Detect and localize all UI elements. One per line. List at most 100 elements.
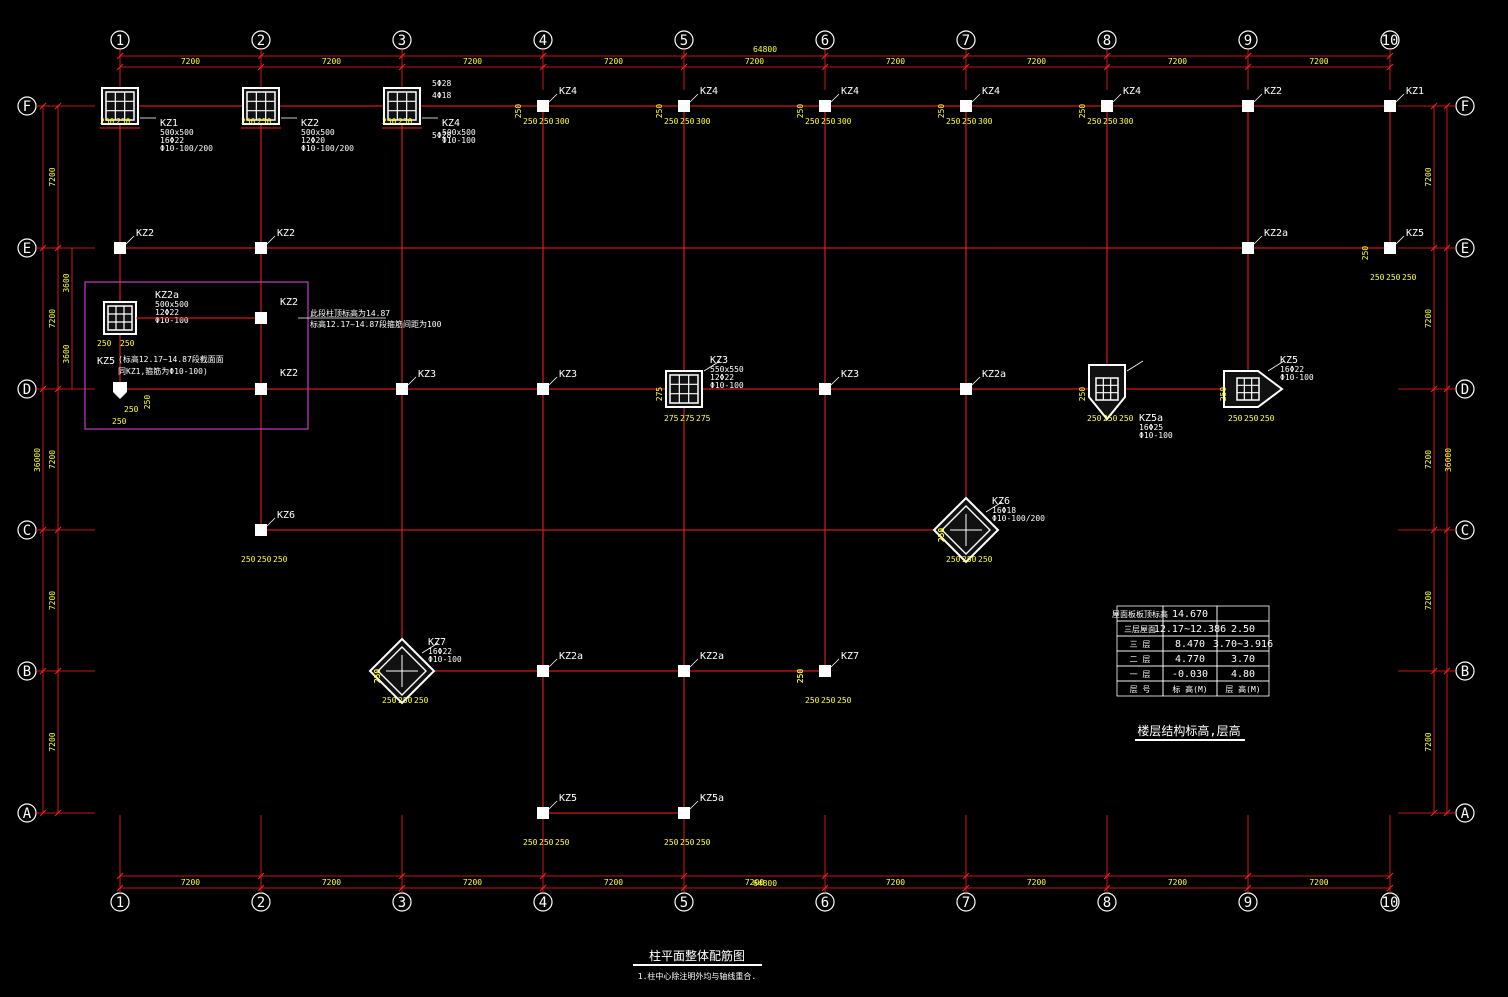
dim-tick bbox=[257, 52, 265, 60]
dim-tick bbox=[1386, 884, 1394, 892]
column-leader bbox=[830, 93, 840, 103]
column-dim: 300 bbox=[978, 117, 993, 126]
column-leader bbox=[689, 93, 699, 103]
column-name: KZ3 bbox=[418, 369, 436, 380]
dim-bay: 7200 bbox=[181, 878, 200, 887]
column-kz2: KZ2 bbox=[1242, 86, 1282, 112]
dim-bay: 7200 bbox=[463, 57, 482, 66]
column-dim: 250 bbox=[1219, 387, 1228, 402]
column-dim: 250 bbox=[680, 838, 695, 847]
level-table-text: 三 层 bbox=[1130, 640, 1151, 649]
dim-tick bbox=[1443, 244, 1451, 252]
dim-tick bbox=[1430, 667, 1438, 675]
dim-tick bbox=[39, 667, 47, 675]
column-leader bbox=[830, 376, 840, 386]
dim-tick bbox=[39, 526, 47, 534]
dim-tick bbox=[1386, 52, 1394, 60]
dim-total-depth: 36000 bbox=[33, 448, 42, 472]
dim-bay: 7200 bbox=[745, 57, 764, 66]
column-spec: 12Φ22 bbox=[155, 308, 179, 317]
dim-bay: 7200 bbox=[1168, 57, 1187, 66]
column-dim: 250 bbox=[962, 117, 977, 126]
column-dim: 250 bbox=[1087, 117, 1102, 126]
axis-label-col: 9 bbox=[1244, 33, 1252, 49]
dim-tick bbox=[962, 872, 970, 880]
dim-bay: 7200 bbox=[181, 57, 200, 66]
column-name: KZ1 bbox=[160, 118, 178, 129]
column-dim: 250 bbox=[100, 117, 115, 126]
dim-tick bbox=[539, 52, 547, 60]
column-dim: 250 bbox=[414, 696, 429, 705]
column-dim: 250 bbox=[1078, 387, 1087, 402]
dim-bay: 7200 bbox=[1309, 878, 1328, 887]
column-dim: 250 bbox=[257, 117, 272, 126]
column-kz2a: KZ2a bbox=[537, 651, 583, 677]
column-section-square bbox=[383, 87, 421, 125]
axis-label-col: 6 bbox=[821, 895, 829, 911]
column-dim: 250 bbox=[523, 117, 538, 126]
inset-frame bbox=[84, 281, 309, 430]
dim-tick bbox=[962, 63, 970, 71]
axis-label-col: 4 bbox=[539, 895, 547, 911]
column-marker bbox=[255, 524, 267, 536]
column-name: KZ2 bbox=[277, 228, 295, 239]
drawing-title: 柱平面整体配筋图 bbox=[649, 948, 745, 963]
column-leader bbox=[971, 376, 981, 386]
column-name: KZ5 bbox=[1406, 228, 1424, 239]
dim-tick bbox=[39, 102, 47, 110]
dim-tick bbox=[680, 63, 688, 71]
column-section-pentagon bbox=[1088, 364, 1126, 421]
axis-label-row: C bbox=[1461, 523, 1469, 539]
dim-tick bbox=[1443, 809, 1451, 817]
dim-bay: 7200 bbox=[322, 878, 341, 887]
column-dim: 250 bbox=[937, 104, 946, 119]
column-marker bbox=[537, 100, 549, 112]
column-leader bbox=[1395, 235, 1405, 245]
dim-bay-v: 7200 bbox=[48, 450, 57, 469]
dim-bay: 7200 bbox=[463, 878, 482, 887]
axis-label-row: E bbox=[23, 241, 31, 257]
column-leader bbox=[407, 376, 417, 386]
axis-label-col: 2 bbox=[257, 895, 265, 911]
column-marker bbox=[255, 383, 267, 395]
dim-tick bbox=[1244, 52, 1252, 60]
column-dim: 250 bbox=[946, 117, 961, 126]
column-dim: 300 bbox=[837, 117, 852, 126]
column-section-pentagon bbox=[1223, 370, 1284, 408]
column-dim: 250 bbox=[382, 696, 397, 705]
column-rebar-note: 5Φ28 bbox=[432, 79, 451, 88]
column-name: KZ2a bbox=[155, 290, 179, 301]
dim-tick bbox=[1430, 385, 1438, 393]
column-spec: 500x500 bbox=[442, 128, 476, 137]
level-table-text: 4.770 bbox=[1175, 654, 1205, 665]
axis-label-col: 7 bbox=[962, 895, 970, 911]
column-dim: 250 bbox=[398, 696, 413, 705]
dim-tick bbox=[1103, 52, 1111, 60]
column-dim: 275 bbox=[696, 414, 711, 423]
column-leader bbox=[703, 360, 721, 372]
column-stirrup bbox=[246, 91, 276, 121]
dim-tick bbox=[39, 809, 47, 817]
column-marker-pentagon bbox=[113, 382, 127, 399]
axis-label-col: 8 bbox=[1103, 33, 1111, 49]
column-kz2a: KZ2a bbox=[678, 651, 724, 677]
column-leader bbox=[125, 235, 135, 245]
axis-label-row: B bbox=[1461, 664, 1469, 680]
column-leader bbox=[548, 376, 558, 386]
column-name: KZ6 bbox=[277, 510, 295, 521]
column-name: KZ3 bbox=[559, 369, 577, 380]
dim-tick bbox=[1443, 667, 1451, 675]
column-stirrup bbox=[377, 646, 427, 696]
dim-bay: 7200 bbox=[1027, 878, 1046, 887]
column-section-square bbox=[103, 301, 137, 335]
column-dim: 250 bbox=[555, 838, 570, 847]
column-leader bbox=[830, 658, 840, 668]
dim-bay: 7200 bbox=[745, 878, 764, 887]
column-spec: 16Φ22 bbox=[428, 647, 452, 656]
axis-label-col: 7 bbox=[962, 33, 970, 49]
column-marker bbox=[255, 312, 267, 324]
column-name: KZ5 bbox=[1280, 355, 1298, 366]
column-stirrup bbox=[941, 505, 991, 555]
column-spec: 16Φ18 bbox=[992, 506, 1016, 515]
